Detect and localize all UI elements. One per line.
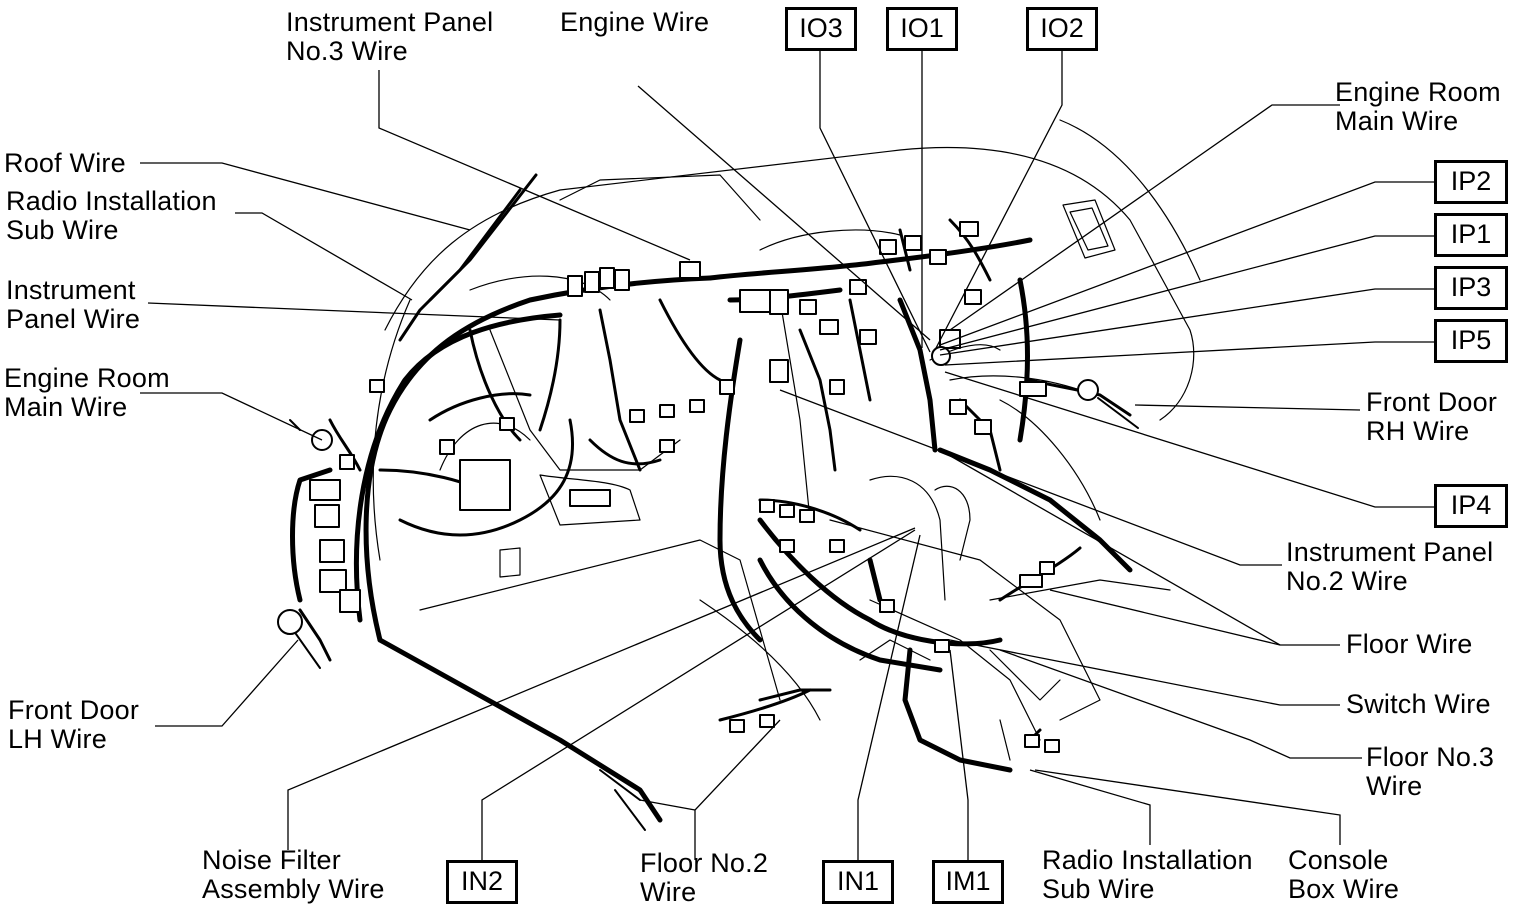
connector-in1: IN1 bbox=[822, 860, 894, 904]
floor-no2-wire-label: Floor No.2 Wire bbox=[640, 849, 768, 907]
switch-wire-label: Switch Wire bbox=[1346, 689, 1491, 719]
connector-io2: IO2 bbox=[1026, 7, 1098, 51]
label-line: Radio Installation bbox=[1042, 845, 1253, 875]
connector-io3: IO3 bbox=[785, 7, 857, 51]
label-line: Floor No.3 bbox=[1366, 742, 1495, 772]
label-line: LH Wire bbox=[8, 724, 107, 754]
label-line: Radio Installation bbox=[6, 186, 217, 216]
label-line: Console bbox=[1288, 845, 1389, 875]
connector-ip4: IP4 bbox=[1434, 484, 1508, 528]
front-door-rh-wire-label: Front Door RH Wire bbox=[1366, 388, 1497, 446]
label-line: Front Door bbox=[1366, 387, 1498, 417]
label-line: Instrument bbox=[6, 275, 136, 305]
label-line: Sub Wire bbox=[1042, 874, 1155, 904]
radio-installation-sub-wire-left-label: Radio Installation Sub Wire bbox=[6, 187, 217, 245]
engine-room-main-wire-right-label: Engine Room Main Wire bbox=[1335, 78, 1501, 136]
label-line: Engine Room bbox=[1335, 77, 1501, 107]
label-line: No.3 Wire bbox=[286, 36, 408, 66]
wire-tails bbox=[289, 397, 1139, 831]
connector-ip1: IP1 bbox=[1434, 213, 1508, 257]
radio-installation-sub-wire-bottom-label: Radio Installation Sub Wire bbox=[1042, 846, 1253, 904]
leader-lines bbox=[140, 48, 1434, 860]
dashboard-outline bbox=[372, 119, 1201, 761]
instrument-panel-no3-wire-label: Instrument Panel No.3 Wire bbox=[286, 8, 493, 66]
connector-ip5: IP5 bbox=[1434, 319, 1508, 363]
noise-filter-assembly-wire-label: Noise Filter Assembly Wire bbox=[202, 846, 385, 904]
instrument-panel-wire-label: Instrument Panel Wire bbox=[6, 276, 140, 334]
label-line: No.2 Wire bbox=[1286, 566, 1408, 596]
label-line: Wire bbox=[1366, 771, 1423, 801]
connector-io1: IO1 bbox=[886, 7, 958, 51]
front-door-lh-wire-label: Front Door LH Wire bbox=[8, 696, 139, 754]
label-line: Front Door bbox=[8, 695, 140, 725]
floor-wire-label: Floor Wire bbox=[1346, 629, 1473, 659]
label-line: Main Wire bbox=[4, 392, 128, 422]
connector-ip3: IP3 bbox=[1434, 266, 1508, 310]
label-line: Instrument Panel bbox=[1286, 537, 1494, 567]
label-line: Engine Room bbox=[4, 363, 170, 393]
floor-no3-wire-label: Floor No.3 Wire bbox=[1366, 743, 1494, 801]
label-line: Sub Wire bbox=[6, 215, 119, 245]
label-line: RH Wire bbox=[1366, 416, 1470, 446]
connector-blocks bbox=[309, 221, 1060, 753]
label-line: Noise Filter bbox=[202, 845, 341, 875]
label-line: Panel Wire bbox=[6, 304, 141, 334]
harness-trunks bbox=[290, 237, 1133, 823]
label-line: Box Wire bbox=[1288, 874, 1400, 904]
label-line: Wire bbox=[640, 877, 697, 907]
engine-room-main-wire-left-label: Engine Room Main Wire bbox=[4, 364, 170, 422]
instrument-panel-no2-wire-label: Instrument Panel No.2 Wire bbox=[1286, 538, 1493, 596]
roof-wire-label: Roof Wire bbox=[4, 148, 126, 178]
engine-wire-label: Engine Wire bbox=[560, 7, 710, 37]
label-line: Assembly Wire bbox=[202, 874, 385, 904]
connector-ip2: IP2 bbox=[1434, 160, 1508, 204]
label-line: Main Wire bbox=[1335, 106, 1459, 136]
label-line: Floor No.2 bbox=[640, 848, 769, 878]
harness-branches bbox=[298, 173, 1132, 742]
console-box-wire-label: Console Box Wire bbox=[1288, 846, 1399, 904]
connector-im1: IM1 bbox=[932, 860, 1004, 904]
connector-in2: IN2 bbox=[446, 860, 518, 904]
label-line: Instrument Panel bbox=[286, 7, 494, 37]
